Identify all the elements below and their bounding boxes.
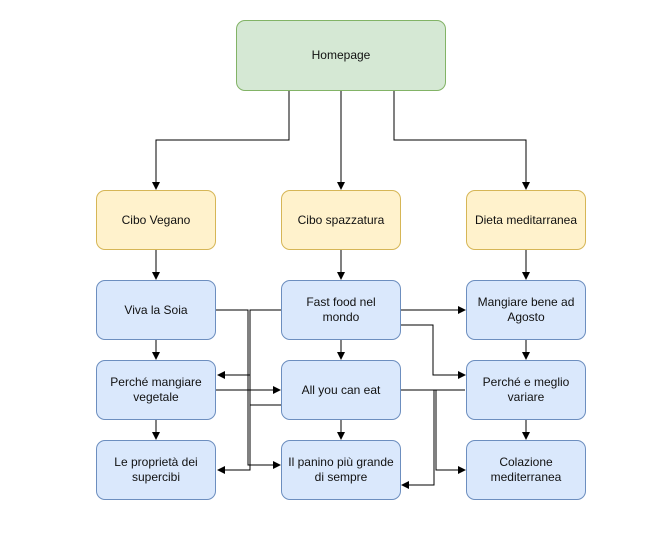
page-mangiare-bene-agosto[interactable]: Mangiare bene ad Agosto xyxy=(466,280,586,340)
edge-home-vegano xyxy=(152,91,290,190)
page-panino-piu-grande[interactable]: Il panino più grande di sempre xyxy=(281,440,401,500)
edge-allyou-colazione xyxy=(401,389,466,474)
page-all-you-can-eat[interactable]: All you can eat xyxy=(281,360,401,420)
page-fast-food-nel-mondo[interactable]: Fast food nel mondo xyxy=(281,280,401,340)
edge-soia-panino xyxy=(216,309,281,469)
page-perche-variare[interactable]: Perché e meglio variare xyxy=(466,360,586,420)
homepage-node[interactable]: Homepage xyxy=(236,20,446,91)
page-colazione-mediterranea[interactable]: Colazione mediterranea xyxy=(466,440,586,500)
edge-variare-panino xyxy=(401,389,465,489)
page-proprieta-supercibi[interactable]: Le proprietà dei supercibi xyxy=(96,440,216,500)
page-perche-mangiare-vegetale[interactable]: Perché mangiare vegetale xyxy=(96,360,216,420)
edge-fastfood-variare xyxy=(401,324,466,379)
category-dieta-mediterranea[interactable]: Dieta meditarranea xyxy=(466,190,586,250)
page-viva-la-soia[interactable]: Viva la Soia xyxy=(96,280,216,340)
category-cibo-spazzatura[interactable]: Cibo spazzatura xyxy=(281,190,401,250)
category-cibo-vegano[interactable]: Cibo Vegano xyxy=(96,190,216,250)
edge-home-mediterranea xyxy=(393,91,530,190)
